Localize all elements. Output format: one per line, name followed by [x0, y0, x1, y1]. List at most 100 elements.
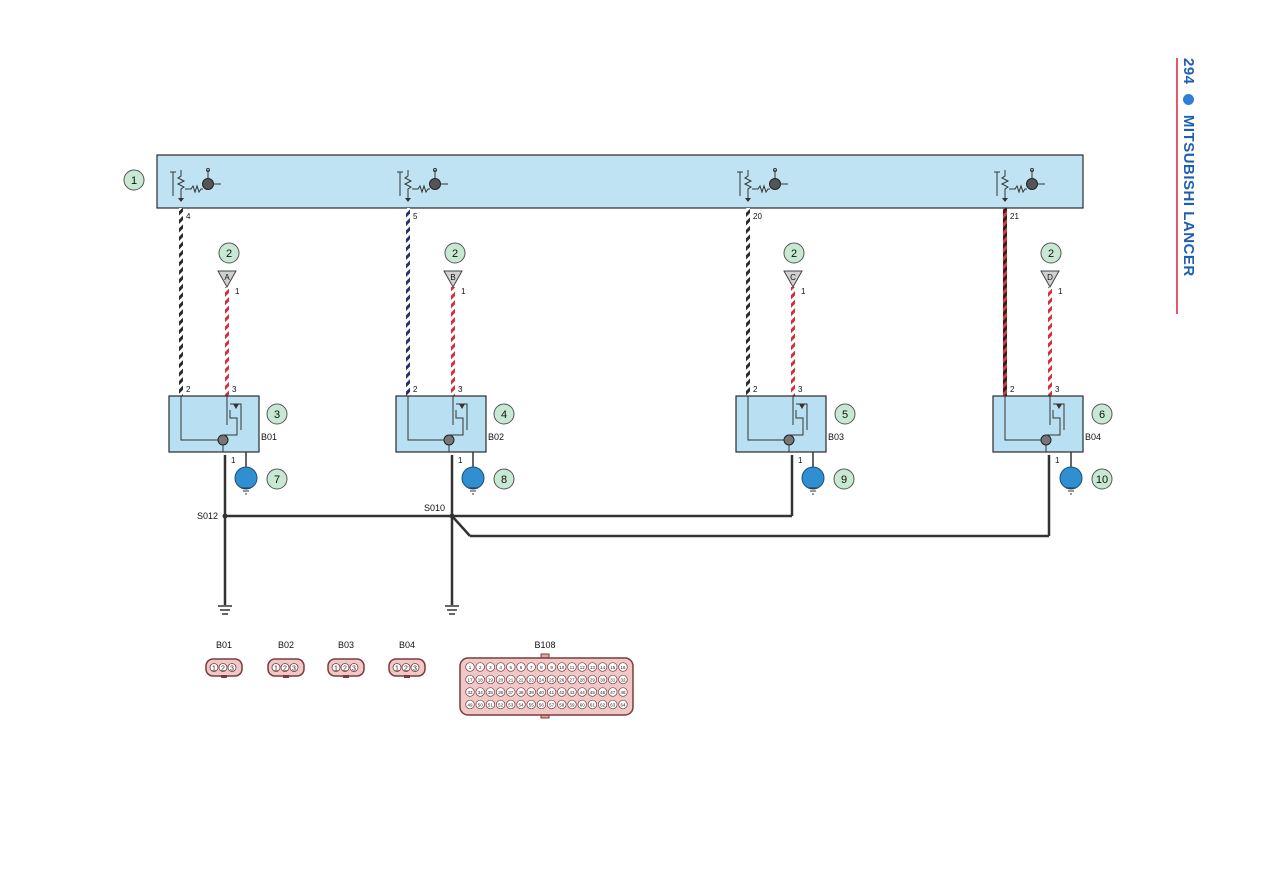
local-ground-icon: [234, 452, 258, 495]
ecu-pin: [587, 699, 598, 710]
supply-terminal-icon: A: [217, 270, 237, 289]
svg-text:25: 25: [549, 678, 555, 683]
svg-text:3: 3: [230, 666, 234, 673]
ecu-pin: [526, 662, 536, 672]
signal-wire: [746, 208, 750, 396]
svg-text:51: 51: [488, 703, 494, 708]
sensor-module: [395, 395, 487, 453]
ecu-pin: [495, 687, 506, 697]
sensor-signal-pin-label: 2: [1010, 385, 1015, 394]
ecu-pin: [546, 687, 557, 697]
sensor-callout: 6: [1091, 403, 1113, 425]
ecu-pin: [577, 674, 587, 685]
ecu-pin: [587, 674, 598, 685]
ecu-pin: [557, 674, 567, 685]
svg-text:61: 61: [590, 703, 596, 708]
ecu-pin: [506, 699, 516, 710]
sensor-id-label: B03: [828, 432, 844, 442]
svg-text:B03: B03: [338, 640, 354, 650]
svg-text:3: 3: [292, 666, 296, 673]
svg-text:63: 63: [610, 703, 616, 708]
svg-text:2: 2: [343, 666, 347, 673]
svg-text:62: 62: [600, 703, 606, 708]
ecu-pin: [597, 674, 608, 685]
svg-text:1: 1: [131, 175, 137, 187]
local-ground-icon: [461, 452, 485, 495]
supply-terminal-icon: C: [783, 270, 803, 289]
chassis-ground-2: [445, 605, 459, 615]
svg-text:19: 19: [488, 678, 494, 683]
svg-text:21: 21: [508, 678, 514, 683]
ecu-pin: [577, 662, 587, 672]
svg-text:1: 1: [212, 666, 216, 673]
ecu-pin: [546, 662, 557, 672]
ecu-pin: [465, 662, 475, 672]
ground-callout: 9: [833, 468, 855, 490]
ecu-pin: [516, 662, 526, 672]
svg-text:60: 60: [580, 703, 586, 708]
svg-text:38: 38: [518, 690, 524, 695]
svg-text:33: 33: [467, 690, 473, 695]
supply-callout: 2: [218, 242, 240, 264]
supply-pin-label: 1: [801, 287, 806, 296]
svg-text:34: 34: [478, 690, 484, 695]
svg-text:28: 28: [580, 678, 586, 683]
sensor-callout: 5: [834, 403, 856, 425]
supply-wire: [225, 287, 229, 396]
chassis-ground-1: [218, 605, 232, 615]
svg-text:2: 2: [404, 666, 408, 673]
svg-text:15: 15: [610, 665, 616, 670]
svg-text:A: A: [224, 273, 230, 282]
svg-text:6: 6: [1099, 409, 1105, 421]
svg-text:2: 2: [479, 665, 482, 670]
svg-text:6: 6: [520, 665, 523, 670]
signal-wire: [1003, 208, 1007, 396]
ecu-pin: [526, 674, 536, 685]
supply-pin-label: 1: [235, 287, 240, 296]
svg-text:35: 35: [488, 690, 494, 695]
ecu-pin: [536, 687, 547, 697]
sensor-ground-pin-label: 1: [231, 456, 236, 465]
ecu-pin: [516, 687, 526, 697]
ground-callout: 10: [1091, 468, 1113, 490]
ground-bus: [222, 455, 1051, 605]
ecu-pin: [536, 674, 547, 685]
ecu-pin: [485, 662, 496, 672]
svg-text:4: 4: [499, 665, 502, 670]
local-ground-icon: [1059, 452, 1083, 495]
svg-text:1: 1: [274, 666, 278, 673]
ecu-pin: [475, 687, 485, 697]
ecu-pin: [608, 687, 618, 697]
control-unit-panel: [156, 154, 1084, 209]
ecu-pin: [577, 687, 587, 697]
ecu-pin: [465, 699, 475, 710]
ecu-pin: [567, 699, 577, 710]
local-ground-icon: [801, 452, 825, 495]
sensor-signal-pin-label: 2: [753, 385, 758, 394]
svg-text:2: 2: [791, 248, 797, 260]
supply-terminal-icon: B: [443, 270, 463, 289]
svg-text:D: D: [1047, 273, 1053, 282]
svg-text:3: 3: [352, 666, 356, 673]
sensor-callout: 3: [266, 403, 288, 425]
svg-text:57: 57: [549, 703, 555, 708]
svg-text:36: 36: [498, 690, 504, 695]
ecu-pin: [618, 699, 628, 710]
page-number: 294: [1180, 58, 1197, 85]
ecu-pin: [506, 687, 516, 697]
svg-text:2: 2: [1048, 248, 1054, 260]
sensor-ground-pin-label: 1: [798, 456, 803, 465]
svg-text:17: 17: [467, 678, 473, 683]
ecu-output-pin-label: 21: [1010, 212, 1019, 221]
svg-text:59: 59: [569, 703, 575, 708]
svg-text:18: 18: [478, 678, 484, 683]
ecu-pin: [506, 674, 516, 685]
panel-sensor-circuit-icon: [737, 168, 788, 202]
sensor-module: [168, 395, 260, 453]
sensor-signal-pin-label: 2: [186, 385, 191, 394]
ground-callout: 8: [493, 468, 515, 490]
